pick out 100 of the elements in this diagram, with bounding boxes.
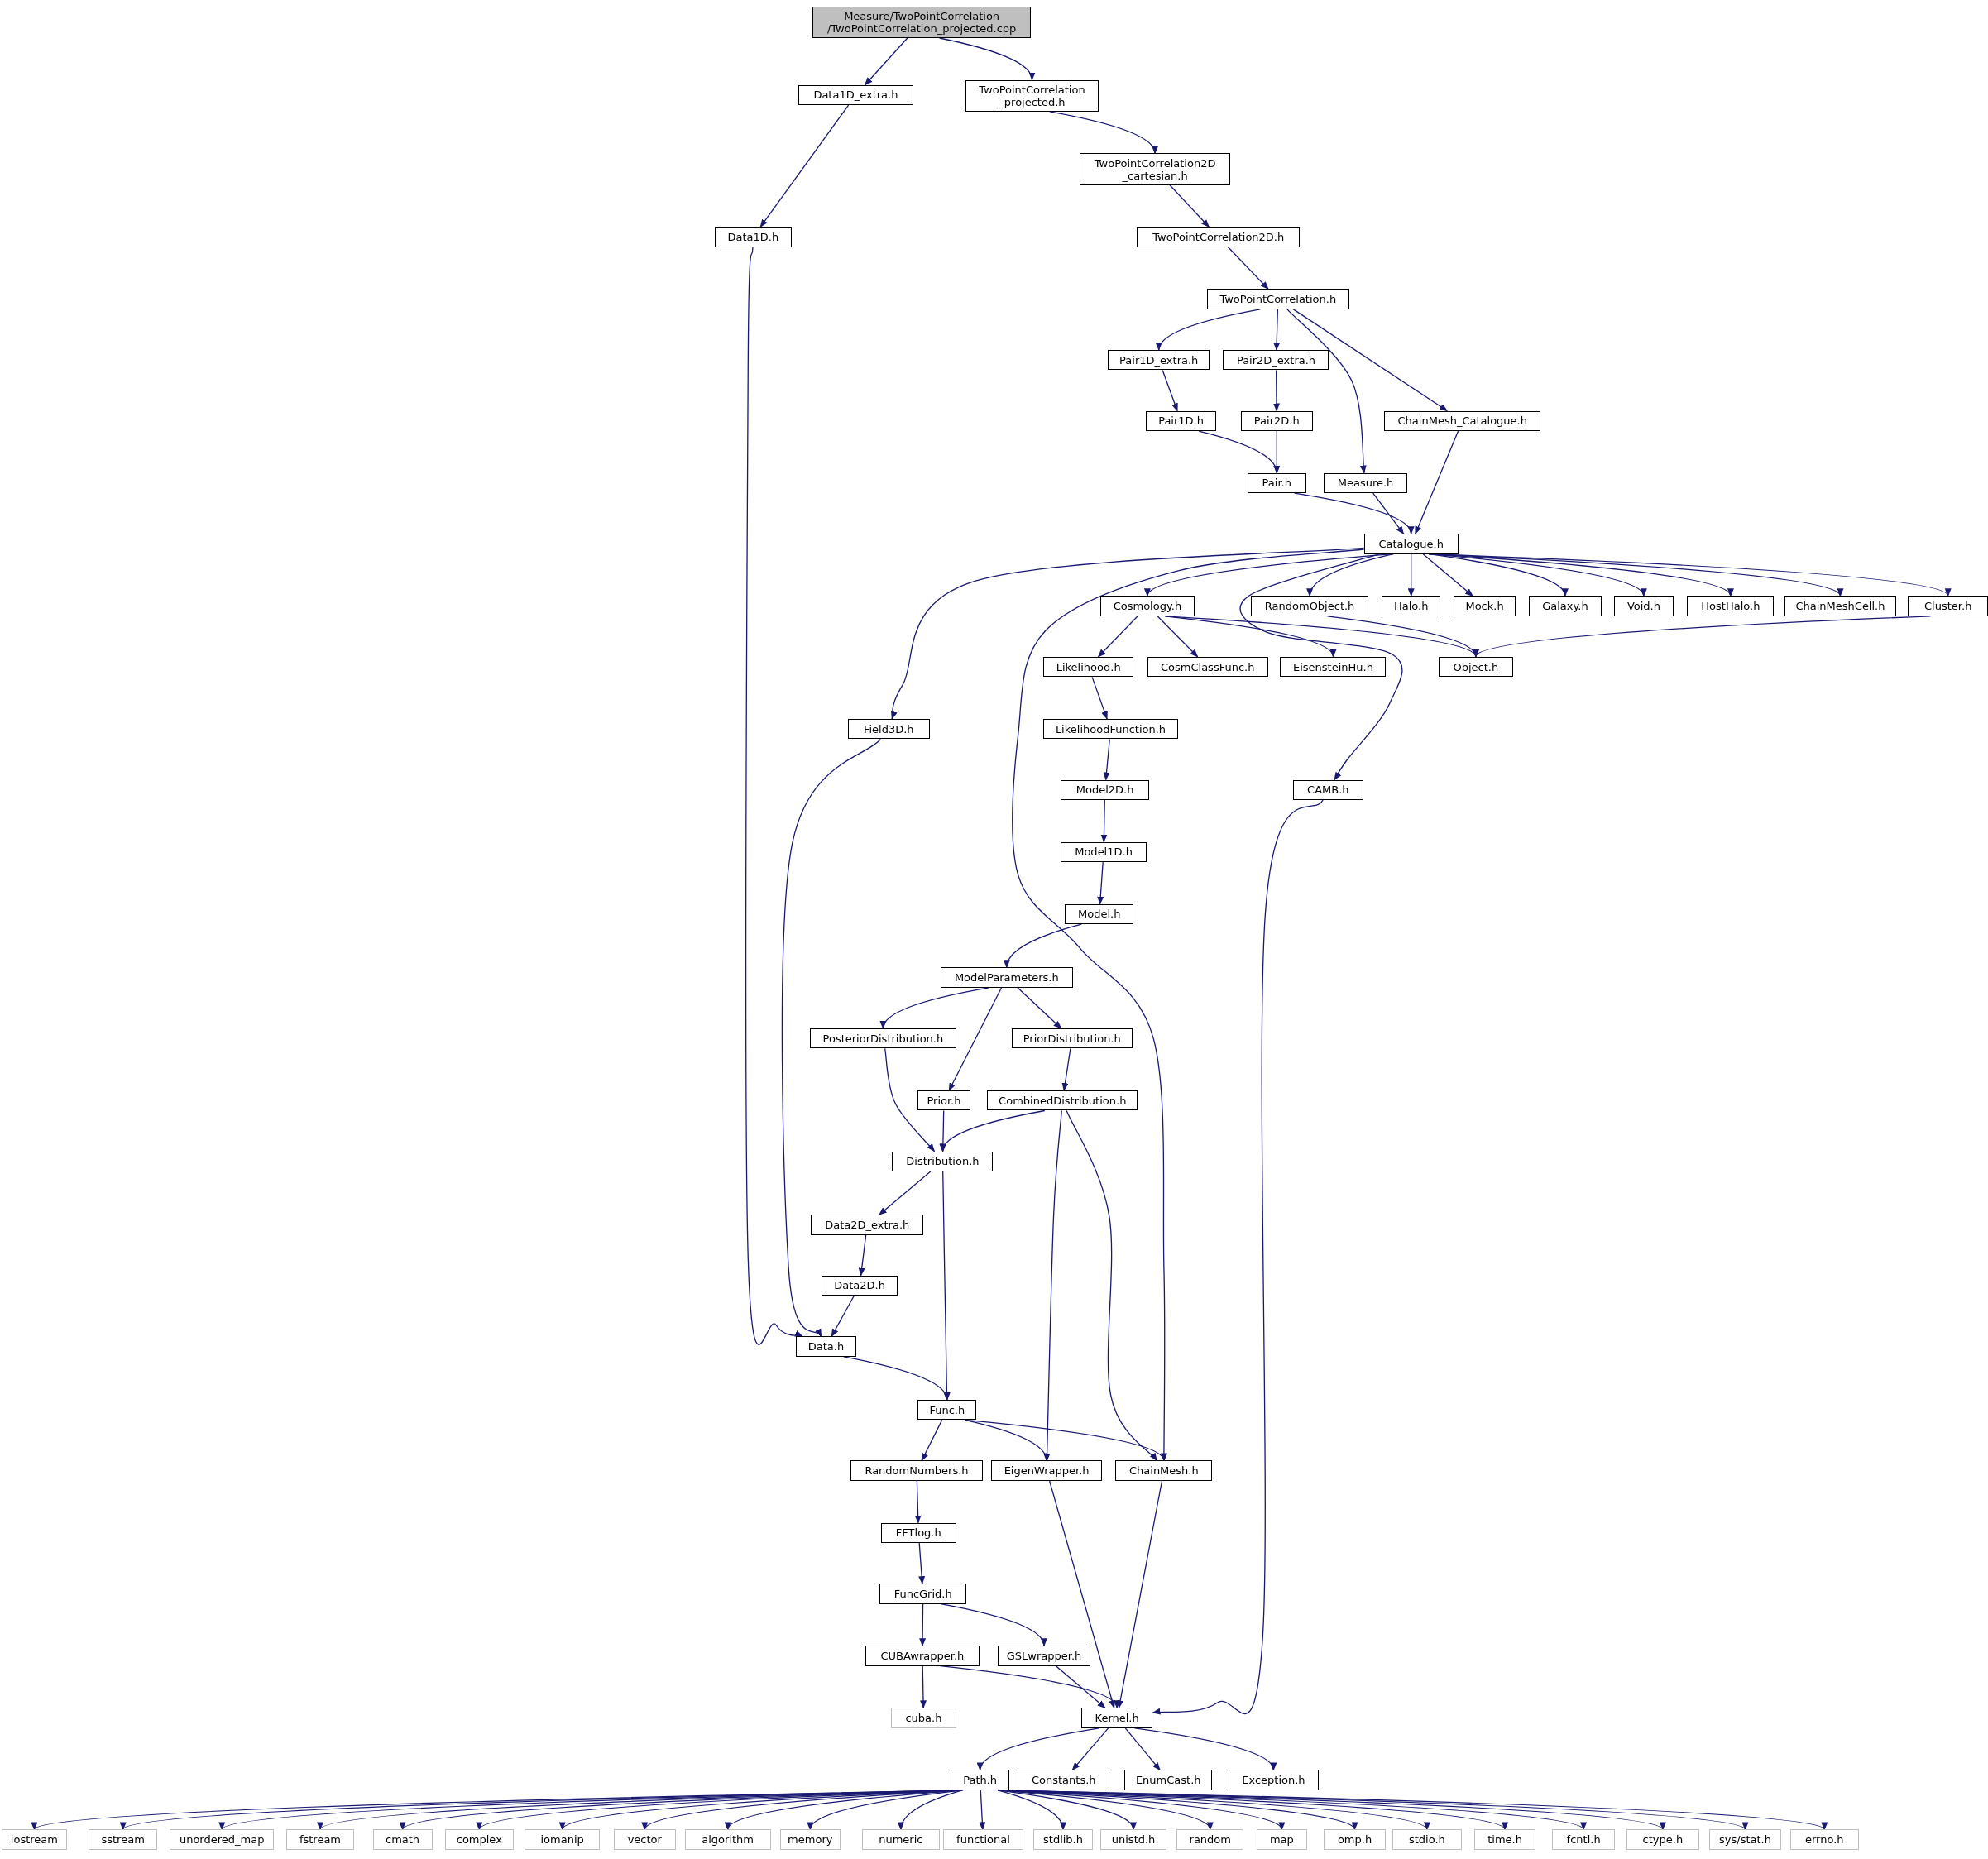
dependency-arrow — [1071, 1727, 1109, 1771]
file-box: Model1D.h — [1061, 841, 1147, 863]
system-header-box: sys/stat.h — [1708, 1829, 1782, 1850]
dependency-arrow — [1097, 861, 1104, 905]
dependency-arrow — [919, 1603, 927, 1647]
dependency-arrow — [1239, 553, 1403, 781]
dependency-arrow — [1292, 309, 1449, 412]
file-box: Func.h — [917, 1399, 977, 1421]
dependency-arrow — [941, 1109, 1046, 1152]
system-header-box: random — [1176, 1829, 1244, 1850]
file-box: EnumCast.h — [1123, 1770, 1213, 1790]
dependency-arrow — [890, 547, 1365, 720]
file-box: Constants.h — [1018, 1770, 1110, 1790]
file-box: Path.h — [951, 1770, 1010, 1790]
dependency-arrow — [759, 104, 850, 228]
file-box: Pair1D.h — [1146, 410, 1217, 432]
system-header-box: cmath — [372, 1829, 433, 1850]
dependency-arrow — [884, 1047, 936, 1152]
system-header-box: fstream — [286, 1829, 354, 1850]
dependency-arrow — [843, 1356, 950, 1401]
file-box: Likelihood.h — [1042, 656, 1134, 678]
system-header-box: stdio.h — [1392, 1829, 1462, 1850]
file-box: Mock.h — [1454, 596, 1516, 616]
dependency-arrow — [1117, 1480, 1163, 1709]
file-box: TwoPointCorrelation2D.h — [1137, 227, 1301, 247]
dependency-arrow — [918, 1542, 926, 1585]
dependency-arrow — [1286, 309, 1367, 474]
file-box: Pair.h — [1247, 472, 1306, 494]
file-box: TwoPointCorrelation.h — [1206, 289, 1349, 309]
file-box: Kernel.h — [1080, 1708, 1153, 1728]
dependency-arrow — [1049, 111, 1157, 155]
file-box: Void.h — [1613, 596, 1674, 616]
file-box: CAMB.h — [1292, 779, 1363, 800]
file-box: TwoPointCorrelation _projected.h — [965, 79, 1099, 112]
file-box: Model.h — [1064, 903, 1134, 925]
dependency-arrow — [979, 1790, 986, 1831]
system-header-box: unordered_map — [170, 1829, 274, 1850]
file-box: FFTlog.h — [880, 1522, 956, 1544]
system-header-box: sstream — [89, 1829, 157, 1850]
system-header-box: map — [1256, 1829, 1307, 1850]
dependency-arrow — [1157, 616, 1199, 658]
file-box: Field3D.h — [847, 718, 930, 740]
file-box: EisensteinHu.h — [1280, 656, 1387, 678]
file-box: TwoPointCorrelation2D _cartesian.h — [1080, 153, 1230, 185]
dependency-arrow — [1273, 369, 1280, 412]
file-box: CUBAwrapper.h — [865, 1646, 980, 1666]
system-header-box: errno.h — [1789, 1829, 1859, 1850]
dependency-arrow — [1004, 923, 1082, 969]
file-box: Pair1D_extra.h — [1108, 349, 1210, 371]
dependency-arrow — [745, 247, 803, 1345]
file-box: CosmClassFunc.h — [1147, 656, 1268, 678]
file-box: Data2D_extra.h — [811, 1215, 924, 1235]
dependency-arrow — [1091, 676, 1108, 720]
file-box: PosteriorDistribution.h — [809, 1028, 956, 1049]
system-header-box: ctype.h — [1626, 1829, 1699, 1850]
dependency-arrow — [898, 1790, 963, 1831]
dependency-arrow — [1169, 184, 1210, 228]
file-box: RandomNumbers.h — [850, 1460, 984, 1481]
system-header-box: cuba.h — [890, 1708, 956, 1728]
dependency-arrow — [1152, 799, 1324, 1716]
file-box: Galaxy.h — [1528, 596, 1602, 616]
dependency-arrow — [1103, 738, 1110, 781]
dependency-arrow — [938, 37, 1034, 81]
file-box: RandomObject.h — [1251, 596, 1368, 616]
dependency-arrow — [1162, 369, 1178, 412]
dependency-arrow — [1422, 553, 1473, 597]
dependency-arrow — [1097, 616, 1138, 658]
dependency-arrow — [831, 1295, 855, 1338]
file-box: Measure.h — [1323, 472, 1408, 494]
dependency-arrow — [1061, 1047, 1071, 1091]
file-box: PriorDistribution.h — [1011, 1028, 1133, 1049]
file-box: Object.h — [1439, 656, 1513, 678]
system-header-box: fcntl.h — [1551, 1829, 1616, 1850]
dependency-arrow — [1055, 1665, 1106, 1708]
dependency-arrow — [1372, 492, 1405, 534]
system-header-box: complex — [444, 1829, 514, 1850]
file-box: EigenWrapper.h — [991, 1460, 1103, 1481]
file-box: Data.h — [796, 1336, 856, 1357]
file-box: Data2D.h — [821, 1275, 898, 1296]
system-header-box: omp.h — [1323, 1829, 1387, 1850]
system-header-box: iostream — [1, 1829, 68, 1850]
file-box: FuncGrid.h — [879, 1584, 967, 1604]
file-box: ChainMeshCell.h — [1784, 596, 1896, 616]
file-box: ChainMesh.h — [1115, 1460, 1213, 1481]
dependency-arrow — [781, 738, 882, 1338]
file-box: GSLwrapper.h — [997, 1646, 1091, 1666]
dependency-arrow — [920, 1665, 927, 1709]
dependency-arrow — [1043, 1109, 1062, 1462]
system-header-box: memory — [779, 1829, 841, 1850]
dependency-arrow — [879, 1171, 932, 1215]
file-box: LikelihoodFunction.h — [1042, 718, 1179, 740]
file-box: Catalogue.h — [1363, 534, 1459, 554]
dependency-arrow — [1157, 309, 1261, 351]
dependency-arrow — [1100, 799, 1108, 843]
dependency-arrow — [1407, 553, 1415, 597]
system-header-box: time.h — [1474, 1829, 1535, 1850]
dependency-arrow — [1017, 987, 1062, 1029]
system-header-box: functional — [943, 1829, 1023, 1850]
file-box: Measure/TwoPointCorrelation /TwoPointCorrelation_projected.cpp — [812, 6, 1032, 38]
dependency-arrow — [1294, 492, 1413, 535]
